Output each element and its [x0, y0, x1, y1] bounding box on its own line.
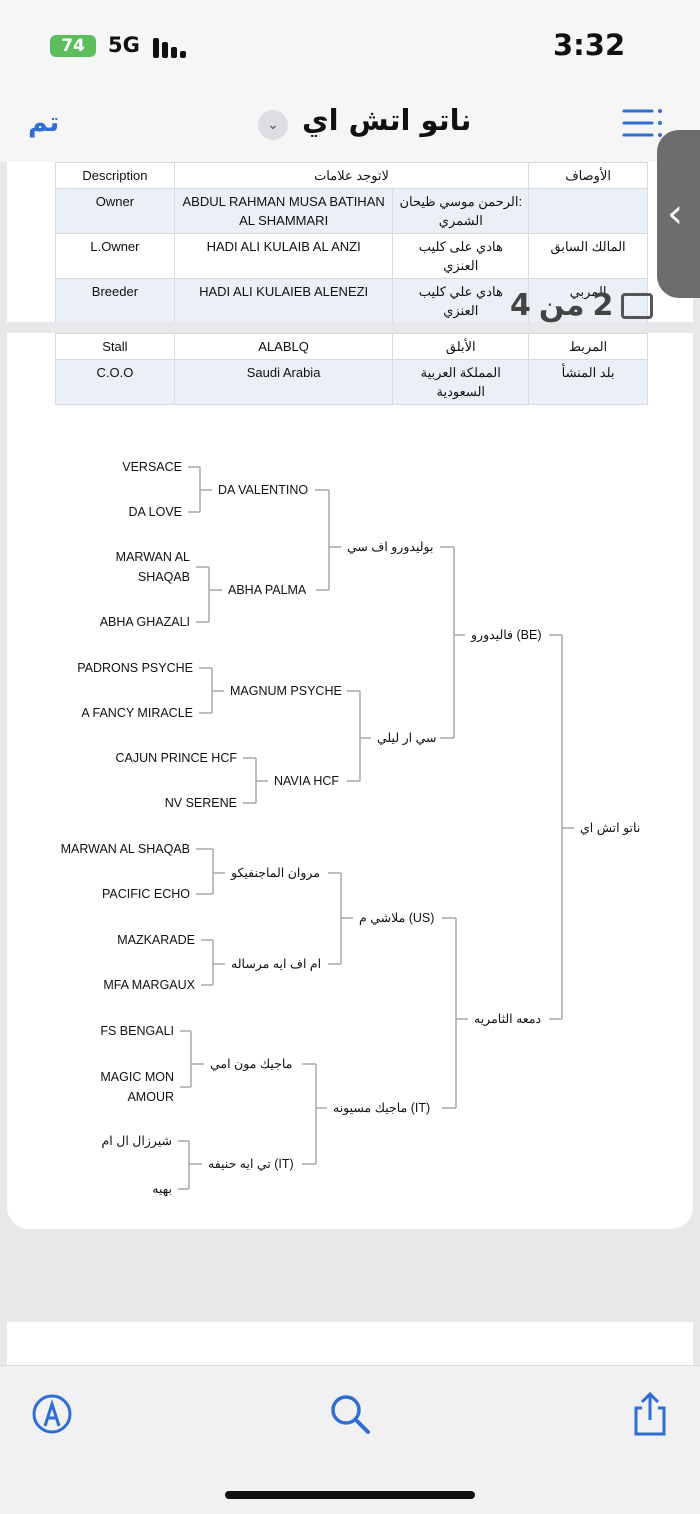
page-thumbnail-icon [621, 293, 654, 319]
label-en: Stall [55, 333, 175, 360]
page-indicator: 4 من 2 [510, 288, 654, 323]
list-menu-icon[interactable] [622, 108, 664, 138]
page-3 [7, 1322, 693, 1365]
label-en: L.Owner [55, 233, 175, 279]
signal-icon [153, 38, 189, 58]
status-bar: 74 5G 3:32 [0, 0, 700, 90]
label-ar: الأوصاف [528, 162, 648, 189]
value: Saudi Arabia [173, 359, 394, 405]
label-ar: المربي [528, 278, 648, 322]
share-icon[interactable] [628, 1392, 672, 1436]
page-of: من [538, 288, 585, 323]
value: ALABLQ [173, 333, 394, 360]
nav-bar: تم ⌄ ناتو اتش اي [0, 90, 700, 162]
page-total: 4 [510, 288, 531, 323]
value: HADI ALI KULAIEB ALENEZI [173, 278, 394, 322]
value: ABDUL RAHMAN MUSA BATIHAN AL SHAMMARI [173, 188, 394, 234]
search-icon[interactable] [328, 1392, 372, 1436]
label-en: C.O.O [55, 359, 175, 405]
network-type: 5G [108, 33, 140, 57]
chevron-down-icon[interactable]: ⌄ [258, 110, 288, 140]
label-ar: المربط [528, 333, 648, 360]
value-ar: :الرحمن موسي ظيحان الشمري [392, 188, 530, 234]
done-button[interactable]: تم [28, 107, 60, 138]
value: HADI ALI KULAIB AL ANZI [173, 233, 394, 279]
label-en: Owner [55, 188, 175, 234]
markup-icon[interactable] [30, 1392, 74, 1436]
page-current: 2 [592, 288, 614, 323]
value-ar: هادي على كليب العنزي [392, 233, 530, 279]
sidebar-toggle-button[interactable]: ‹ [657, 130, 700, 298]
home-indicator[interactable] [225, 1491, 475, 1499]
value-ar: هادي علي كليب العنزي [392, 278, 530, 322]
value: لاتوجد علامات [173, 162, 530, 189]
label-en: Description [55, 162, 175, 189]
value-ar: المملكة العربية السعودية [392, 359, 530, 405]
value-ar: الأبلق [392, 333, 530, 360]
label-ar: بلد المنشأ [528, 359, 648, 405]
clock: 3:32 [553, 28, 626, 62]
label-ar: المالك السابق [528, 233, 648, 279]
label-ar [528, 188, 648, 234]
bottom-toolbar [0, 1365, 700, 1514]
label-en: Breeder [55, 278, 175, 322]
document-title[interactable]: ناتو اتش اي [302, 103, 472, 137]
battery-indicator: 74 [50, 35, 96, 57]
